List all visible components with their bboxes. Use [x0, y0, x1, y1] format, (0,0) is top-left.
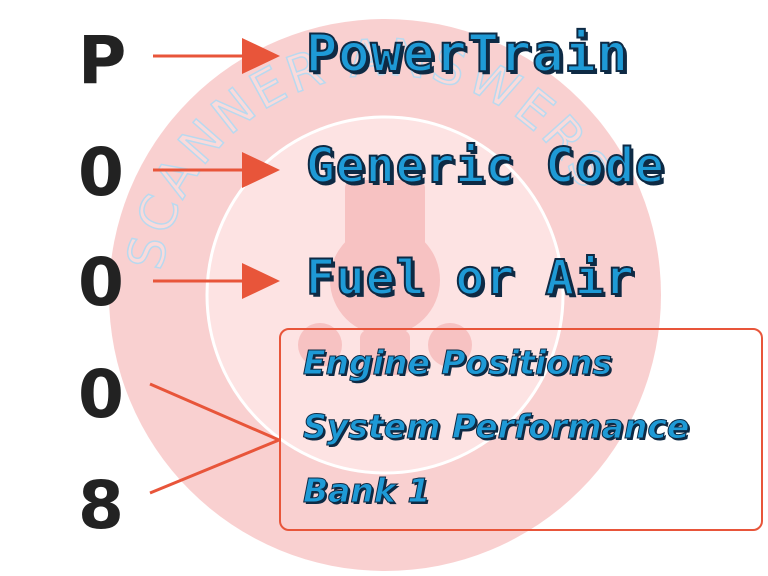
gear-icon [298, 180, 472, 375]
label-generic-code: Generic Code [305, 138, 665, 194]
arrow-fuel-or-air [153, 263, 280, 299]
connector-line-third-zero [149, 382, 280, 442]
connector-line-eight [149, 438, 280, 495]
label-powertrain: PowerTrain [305, 24, 630, 84]
code-char-eight: 8 [78, 467, 124, 544]
code-char-second-zero: 0 [78, 244, 124, 321]
code-char-third-zero: 0 [78, 356, 124, 433]
label-fuel-or-air: Fuel or Air [305, 250, 635, 306]
detail-engine-positions: Engine Positions [302, 343, 613, 382]
code-char-p: P [78, 22, 127, 99]
code-char-first-zero: 0 [78, 134, 124, 211]
arrow-generic-code [153, 152, 280, 188]
detail-system-performance: System Performance [302, 407, 690, 446]
detail-bank-1: Bank 1 [302, 471, 431, 510]
arrow-powertrain [153, 38, 280, 74]
details-box [279, 328, 763, 531]
